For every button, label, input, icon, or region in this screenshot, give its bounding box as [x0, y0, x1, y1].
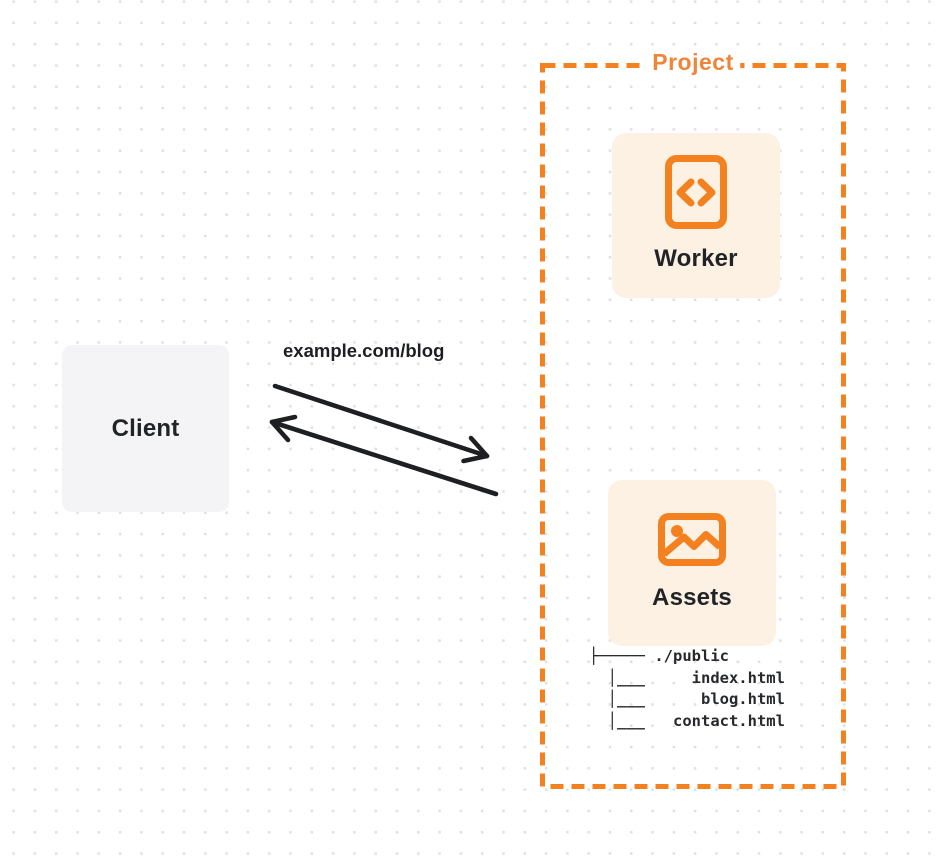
project-label: Project [645, 49, 741, 76]
project-box: Project [540, 49, 846, 789]
code-document-icon [665, 155, 727, 229]
tree-line-public: ├───── ./public [589, 647, 729, 665]
tree-line-blog: │___ blog.html [589, 690, 785, 708]
worker-card: Worker [612, 133, 780, 298]
image-icon [658, 513, 726, 568]
request-url-label: example.com/blog [283, 340, 445, 361]
arrow-to-client [269, 414, 499, 497]
assets-label: Assets [652, 584, 732, 611]
client-label: Client [111, 414, 180, 442]
tree-line-index: │___ index.html [589, 668, 785, 687]
client-box: Client [62, 345, 229, 512]
file-tree: ├───── ./public │___ index.html │___ blo… [589, 646, 785, 732]
tree-line-contact: │___ contact.html [589, 711, 785, 730]
assets-card: Assets [608, 480, 776, 646]
worker-label: Worker [654, 245, 738, 272]
arrow-to-project [272, 383, 490, 464]
